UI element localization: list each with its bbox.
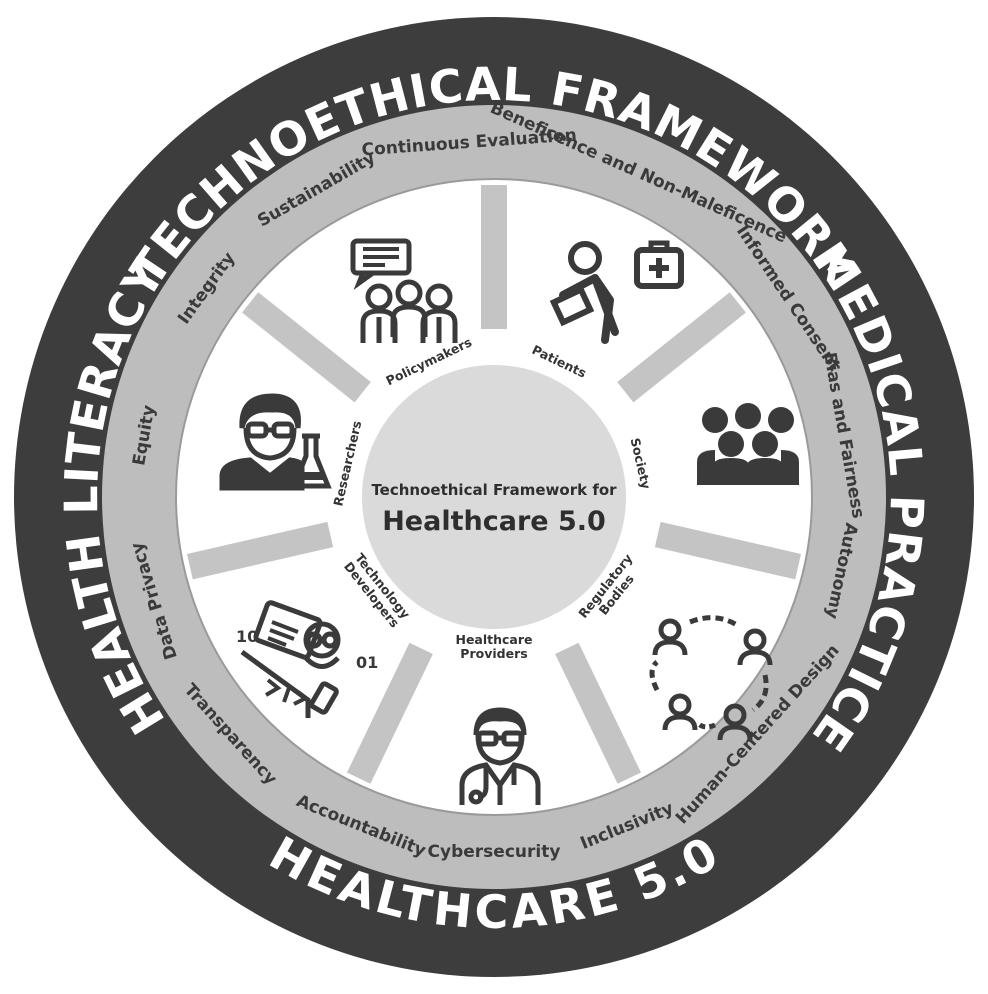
svg-text:10: 10 xyxy=(236,627,258,646)
inner-disc-edge xyxy=(175,178,813,816)
spoke-divider xyxy=(242,292,371,403)
svg-text:01: 01 xyxy=(356,653,378,672)
group-of-people-icon xyxy=(697,403,799,485)
principle-label: Cybersecurity xyxy=(428,842,561,862)
spoke-divider xyxy=(186,521,334,580)
center-circle xyxy=(362,365,626,629)
spoke-divider xyxy=(617,292,746,403)
stakeholder-icons: 10 01 xyxy=(219,238,799,805)
developer-with-laptop-icon: 10 01 xyxy=(236,600,378,718)
spoke-divider xyxy=(555,642,642,784)
patient-with-medical-bag-icon xyxy=(549,240,684,344)
stakeholder-label-line: Providers xyxy=(460,646,527,661)
doctor-icon xyxy=(459,707,541,805)
center-subtitle: Technoethical Framework for xyxy=(371,481,617,499)
researcher-with-flask-icon xyxy=(219,393,332,491)
spokes xyxy=(186,185,802,784)
spoke-divider xyxy=(654,521,802,580)
stakeholder-label-line: Healthcare xyxy=(455,632,532,647)
connected-people-cycle-icon xyxy=(649,615,773,741)
spoke-divider xyxy=(346,642,433,784)
center-title: Healthcare 5.0 xyxy=(382,506,606,537)
people-discussion-icon xyxy=(350,238,458,343)
